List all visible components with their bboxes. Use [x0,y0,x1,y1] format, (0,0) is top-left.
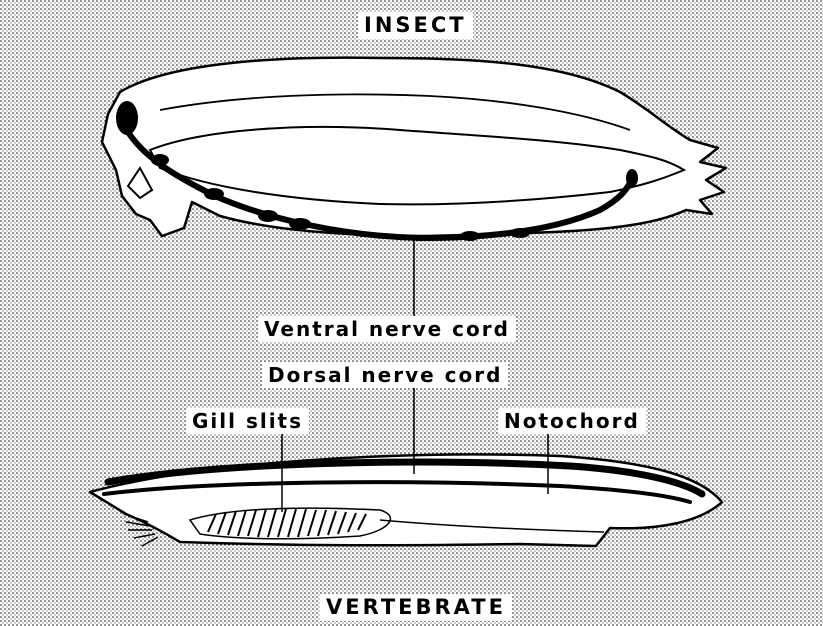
ventral-nerve-cord-label: Ventral nerve cord [258,316,516,342]
notochord-label: Notochord [498,408,646,434]
gill-slits-label: Gill slits [186,408,309,434]
dorsal-nerve-cord-label: Dorsal nerve cord [262,362,508,388]
insect-title: INSECT [358,12,473,39]
vertebrate-title: VERTEBRATE [320,594,512,621]
